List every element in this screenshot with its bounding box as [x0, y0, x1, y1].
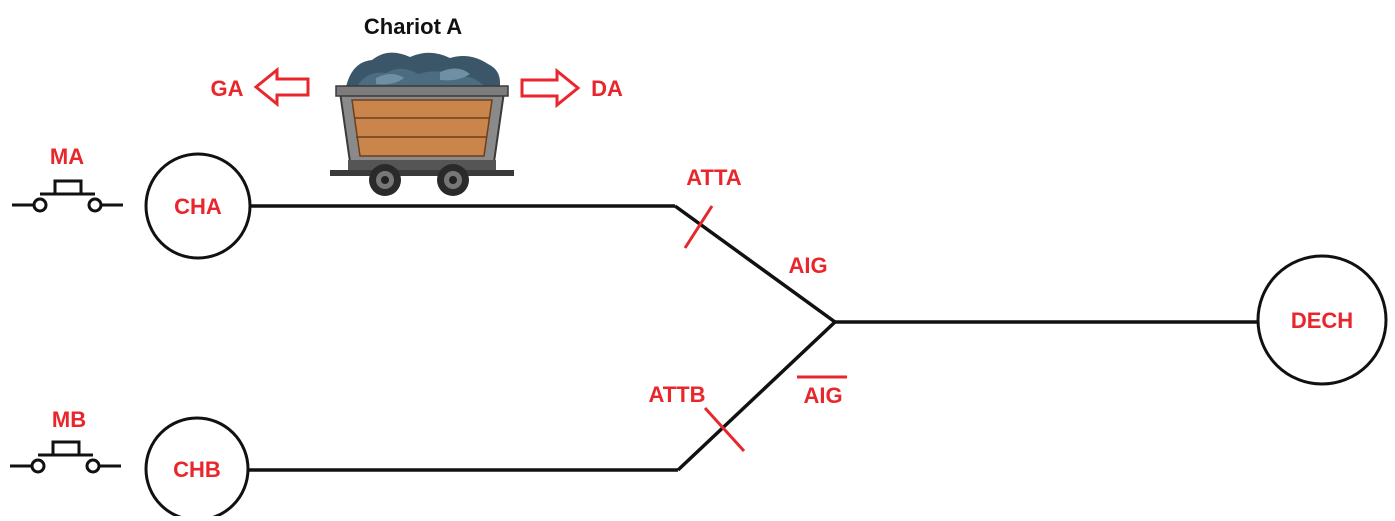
- sensor-attb-label: ATTB: [648, 382, 705, 407]
- station-cha: CHA: [144, 152, 252, 260]
- station-dech: DECH: [1256, 254, 1388, 386]
- mine-cart-image: [330, 52, 514, 196]
- junction-aig-not-label: AIG: [803, 383, 842, 408]
- track-b: [248, 320, 837, 472]
- sensor-atta-label: ATTA: [686, 165, 741, 190]
- station-chb-label: CHB: [173, 457, 221, 482]
- station-chb: CHB: [144, 416, 250, 521]
- track-a: [250, 204, 837, 324]
- arrow-left-icon: [253, 66, 310, 108]
- direction-ga-label: GA: [211, 76, 244, 101]
- direction-da-label: DA: [591, 76, 623, 101]
- arrow-right-icon: [520, 67, 581, 109]
- sensor-atta-mark: [683, 205, 714, 249]
- station-cha-label: CHA: [174, 194, 222, 219]
- station-dech-label: DECH: [1291, 308, 1353, 333]
- push-button-ma: [12, 179, 123, 213]
- push-button-mb: [10, 440, 121, 474]
- switch-ma-label: MA: [50, 144, 84, 169]
- junction-aig-label: AIG: [788, 253, 827, 278]
- switch-mb-label: MB: [52, 407, 86, 432]
- sensor-attb-mark: [703, 406, 746, 453]
- cart-title: Chariot A: [364, 14, 462, 39]
